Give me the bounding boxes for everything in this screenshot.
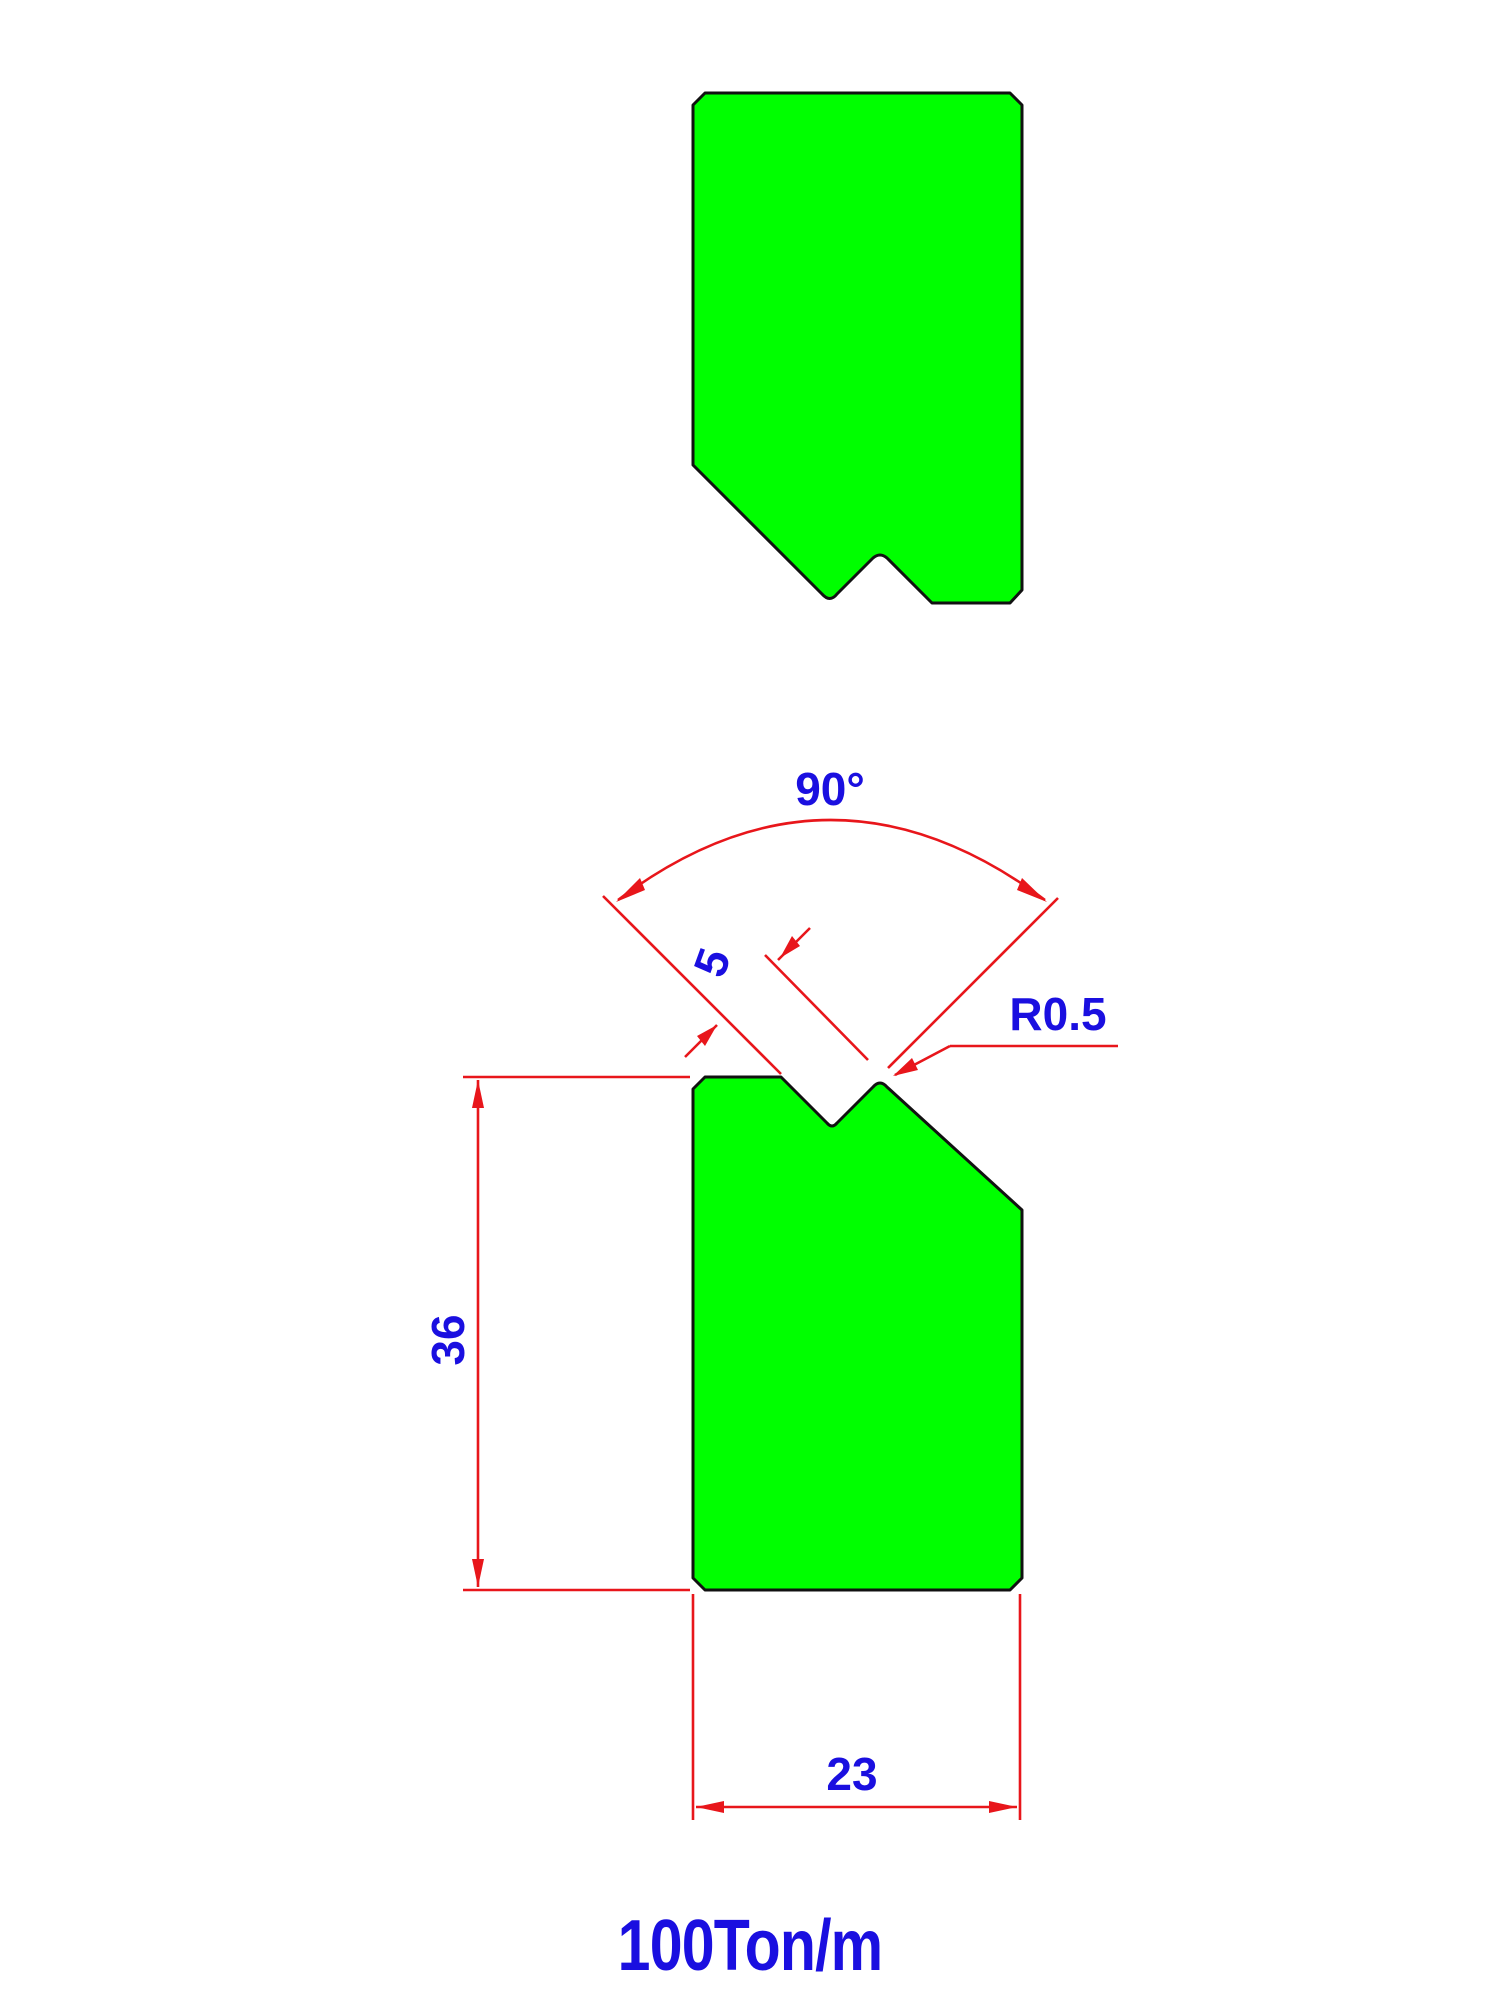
depth-extension-line [764, 954, 869, 1061]
height-label: 36 [422, 1314, 474, 1365]
angle-extension-left [602, 895, 782, 1075]
width-arrow-right [989, 1801, 1017, 1813]
height-arrow-bottom [472, 1559, 484, 1587]
width-arrow-left [696, 1801, 724, 1813]
angle-dimension: 90° [602, 763, 1059, 1075]
depth-arrow-upper [780, 936, 800, 958]
radius-dimension: R0.5 [893, 988, 1118, 1077]
angle-arc [617, 818, 1046, 902]
upper-punch-profile [691, 91, 1024, 605]
depth-arrow-lower [697, 1025, 717, 1046]
height-dimension: 36 [422, 1075, 690, 1592]
lower-die-profile [691, 1075, 1024, 1592]
width-label: 23 [826, 1748, 877, 1800]
width-dimension: 23 [691, 1594, 1022, 1820]
radius-label: R0.5 [1009, 988, 1106, 1040]
angle-arrow-right [1017, 878, 1047, 902]
radius-arrow [893, 1058, 918, 1076]
angle-arrow-left [616, 878, 645, 902]
height-arrow-top [472, 1080, 484, 1108]
depth-dimension: 5 [683, 927, 869, 1061]
angle-label: 90° [795, 763, 865, 815]
capacity-label: 100Ton/m [617, 1906, 883, 1986]
depth-label: 5 [683, 942, 741, 984]
angle-extension-right [887, 897, 1059, 1069]
